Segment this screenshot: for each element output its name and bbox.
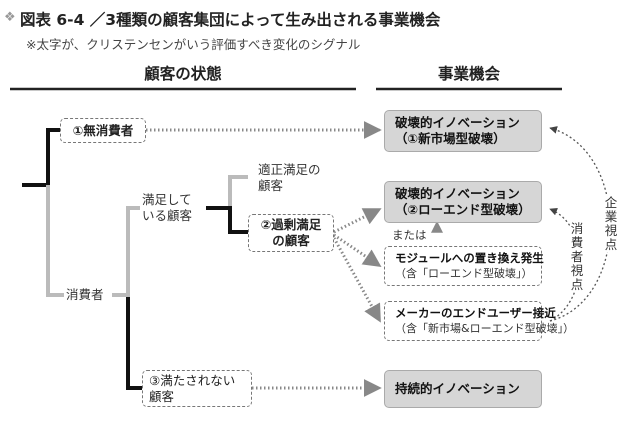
arrow-over-to-maker [332, 237, 382, 323]
new-market-line-1: 破壊的イノベーション [395, 115, 520, 130]
tree-consumer-to-under [112, 293, 142, 390]
non-consumers-node: ①無消費者 [60, 118, 146, 143]
new-market-line-2: （①新市場型破壊） [395, 131, 506, 146]
consumer-viewpoint-label: 消費者視点 [570, 221, 584, 292]
modular-replacement-box: モジュールへの置き換え発生 （含「ローエンド型破壊」） [384, 246, 544, 286]
maker-line-2: （含「新市場&ローエンド型破壊」） [395, 322, 575, 335]
satisfied-line-2: いる顧客 [142, 208, 193, 223]
arrow-over-to-modular [333, 233, 382, 268]
tree-non-consumer-branch [46, 128, 60, 185]
adequate-customers-label: 適正満足の 顧客 [258, 162, 321, 194]
figure-title: 図表 6-4 ／3種類の顧客集団によって生み出される事業機会 [20, 11, 441, 29]
low-end-disruption-box: 破壊的イノベーション （②ローエンド型破壊） [384, 181, 542, 223]
sustaining-label: 持続的イノベーション [395, 381, 520, 396]
modular-line-1: モジュールへの置き換え発生 [395, 251, 544, 265]
business-opportunity-header: 事業機会 [437, 65, 500, 83]
over-line-1: ②過剰満足 [260, 217, 322, 232]
satisfied-customers-label: 満足して いる顧客 [142, 192, 192, 224]
modular-line-2: （含「ローエンド型破壊」） [395, 267, 533, 280]
new-market-disruption-box: 破壊的イノベーション （①新市場型破壊） [384, 110, 542, 152]
arrow-over-to-low-end [333, 207, 382, 234]
consumers-label: 消費者 [66, 287, 104, 302]
low-end-line-2: （②ローエンド型破壊） [395, 202, 531, 217]
overserved-customers-node: ②過剰満足 の顧客 [248, 214, 334, 252]
sustaining-innovation-box: 持続的イノベーション [384, 370, 542, 408]
or-label: または [392, 228, 427, 242]
adequate-line-1: 適正満足の [258, 162, 321, 177]
tree-satisfied-to-adequate [206, 175, 248, 210]
figure-subtitle: ※太字が、クリステンセンがいう評価すべき変化のシグナル [26, 37, 361, 52]
company-viewpoint-label: 企業視点 [604, 195, 618, 252]
over-line-2: の顧客 [272, 233, 310, 248]
customer-state-header: 顧客の状態 [144, 65, 222, 83]
maker-line-1: メーカーのエンドユーザー接近 [395, 306, 556, 320]
maker-end-user-box: メーカーのエンドユーザー接近 （含「新市場&ローエンド型破壊」） [384, 301, 575, 341]
under-line-1: ③満たされない [149, 372, 236, 388]
non-consumers-label: ①無消費者 [72, 122, 134, 138]
tree-consumer-branch [46, 185, 64, 297]
underserved-customers-node: ③満たされない 顧客 [142, 370, 252, 407]
low-end-line-1: 破壊的イノベーション [395, 186, 520, 201]
under-line-2: 顧客 [149, 388, 175, 404]
tree-satisfied-to-over [206, 206, 248, 234]
tree-consumer-to-satisfied [112, 206, 140, 297]
adequate-line-2: 顧客 [258, 178, 284, 193]
satisfied-line-1: 満足して [142, 192, 192, 207]
diamond-bullet-icon: ❖ [4, 10, 16, 25]
